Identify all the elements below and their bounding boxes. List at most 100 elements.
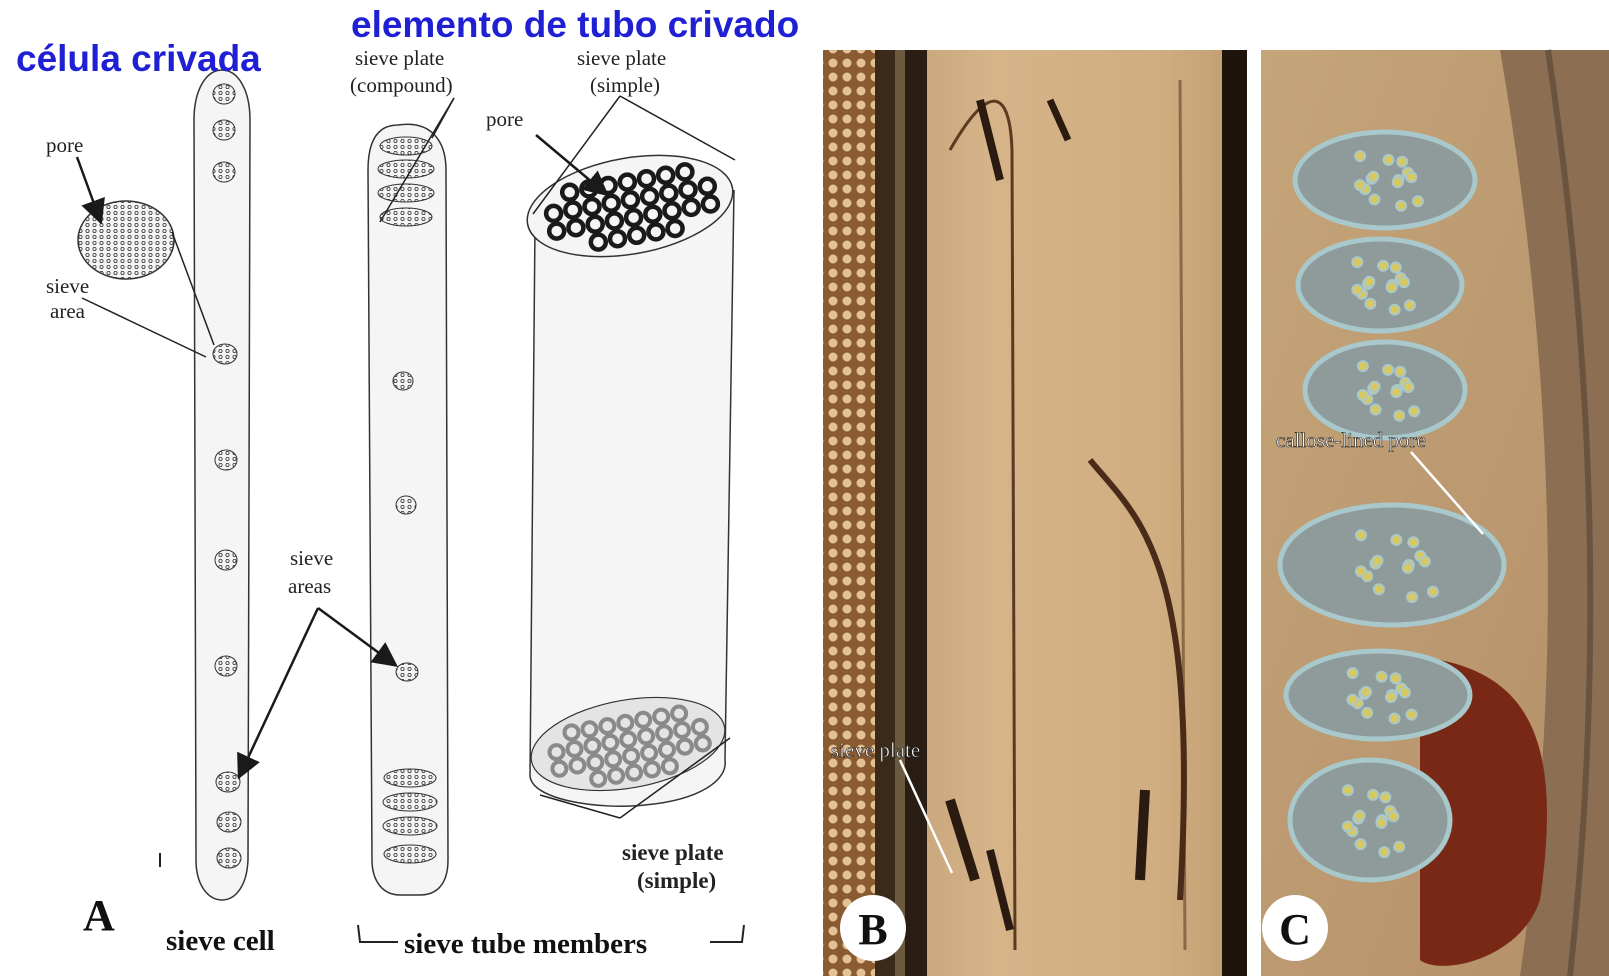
callose-pore [1402,381,1415,394]
callose-pore [1385,281,1398,294]
pore-ring [690,717,709,736]
callose-pore-label: callose-lined pore [1276,428,1426,452]
callose-pore [1367,788,1380,801]
callose-pore [1396,155,1409,168]
callose-pore [1407,536,1420,549]
callose-pore [1368,380,1381,393]
callose-pore [1394,365,1407,378]
panel-c-letter-badge [1262,895,1328,961]
pore-ring [675,737,694,756]
simple-plate-top-label-line1: sieve plate [577,46,666,70]
pore-ring [619,730,638,749]
panel-a-letter: A [83,891,115,940]
callose-pore [1356,360,1369,373]
pore-ring [607,766,626,785]
pore-ring [693,734,712,753]
pore-ring [646,222,666,242]
pore-ring [585,214,605,235]
pore-ring [620,190,641,210]
panel-b-letter: B [858,905,887,954]
pore-ring [625,763,644,782]
pore-ring [566,217,586,238]
pore-ring [662,201,682,221]
sieve-cell-caption: sieve cell [166,925,275,957]
panel-c-labels: callose-lined pore C [1262,428,1426,961]
pore-ring [607,228,628,249]
panel-c-micrograph [1261,49,1609,976]
pore-ring [562,723,581,742]
callose-pore [1382,153,1395,166]
pore-ring [565,740,584,758]
compound-side-areas [392,371,419,682]
pore-ring [568,756,587,775]
pore-ring [583,736,602,755]
compound-plate-label-line2: (compound) [350,73,453,97]
pore-ring [550,759,569,778]
callose-pore [1393,409,1406,422]
pore-ring [670,704,689,723]
callose-pore [1382,363,1395,376]
pore-label-right: pore [486,107,523,131]
callose-pore [1368,193,1381,206]
sieve-area-plates [1277,129,1507,883]
sieve-area-plate [1302,339,1468,441]
pore-ring [580,720,599,739]
sieve-tube-members-caption: sieve tube members [404,928,647,960]
pore-ring [604,750,623,769]
sieve-area-plate [1295,236,1465,334]
callose-pore [1426,585,1439,598]
callose-pore [1364,297,1377,310]
pore-ring [655,165,676,186]
simple-plate-bottom-pores [547,704,712,788]
magnified-sieve-area [77,200,175,280]
callose-pore [1361,706,1374,719]
pore-ring [700,194,721,214]
panel-b-micrograph [823,50,1247,976]
sieve-areas-arrow-right [317,606,399,667]
sieve-area-plate [1287,757,1453,883]
panel-a-labels: pore sieve area sieve plate (compound) s… [46,46,724,960]
callose-pore [1354,565,1367,578]
sieve-area-plate [1283,648,1473,742]
callose-pore [1403,299,1416,312]
pore-ring [675,162,695,182]
heading-celula-crivada: célula crivada [16,38,261,79]
pore-ring [665,218,685,239]
callose-pore [1388,712,1401,725]
callose-pore [1388,303,1401,316]
callose-pore [1389,261,1402,274]
callose-pore [1363,275,1376,288]
callose-pore [1341,784,1354,797]
callose-pore [1389,672,1402,685]
pore-label-left: pore [46,133,83,157]
pore-ring [681,197,701,218]
callose-pore [1390,386,1403,399]
callose-pore [1351,256,1364,269]
callose-pore [1375,816,1388,829]
callose-pore [1391,176,1404,189]
pore-ring [660,757,679,776]
sieve-area-label-line1: sieve [46,274,89,298]
pore-ring [658,740,676,759]
callose-pore [1399,686,1411,699]
pore-ring [601,733,620,752]
callose-pore [1369,403,1382,416]
pore-ring [636,168,657,189]
callose-pore [1395,199,1408,212]
sieve-area-plate [1277,502,1507,628]
pore-ring [652,707,671,726]
pore-ring [601,193,621,213]
callose-pore [1372,583,1385,596]
pore-ring [543,203,564,224]
sieve-area-plate [1292,129,1478,231]
pore-ring [616,713,635,732]
pore-ring [659,183,679,203]
callose-pore [1341,820,1354,833]
callose-pore [1408,405,1421,418]
compound-plate-label-line1: sieve plate [355,46,444,70]
sieve-areas-arrow-left [237,607,320,780]
callose-pore [1354,150,1367,163]
pore-ring [637,727,656,746]
callose-pore [1354,179,1366,192]
callose-pore [1418,555,1431,568]
